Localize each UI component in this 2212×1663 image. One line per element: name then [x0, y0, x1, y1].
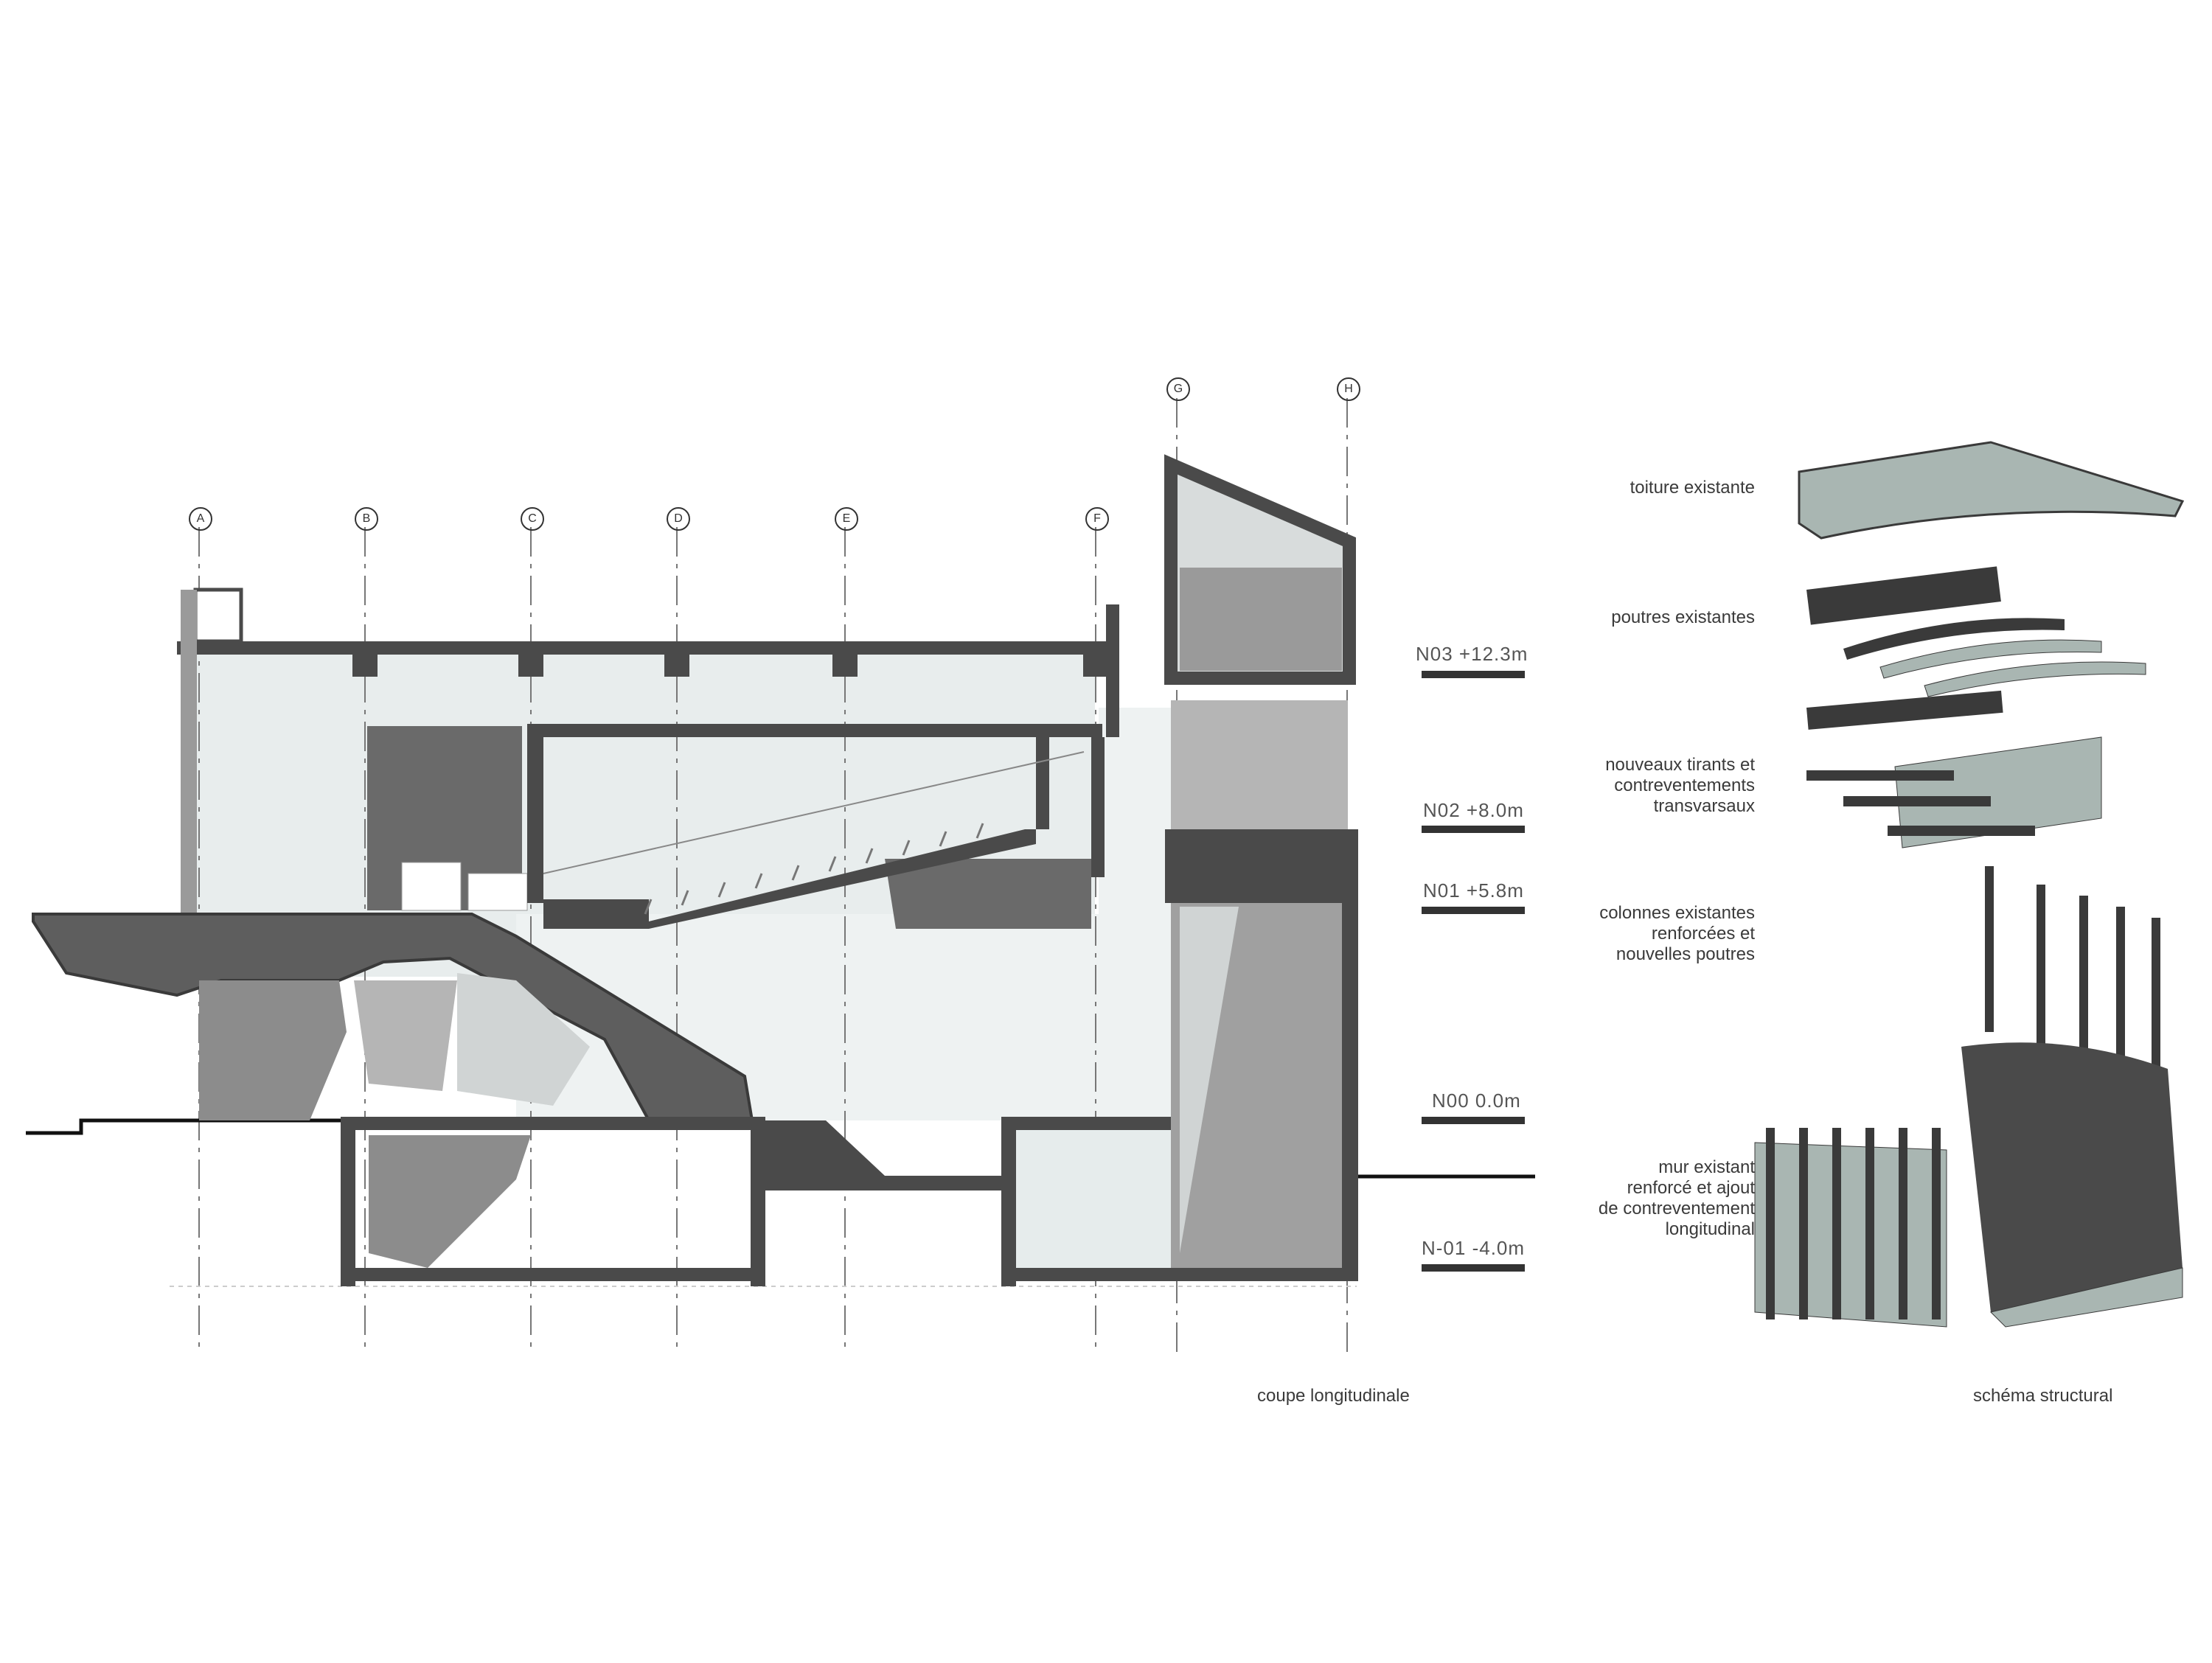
- backdrop-panel-2: [885, 859, 1091, 929]
- label-toiture: toiture existante: [1630, 478, 1755, 498]
- axis-bubble-b: B: [355, 507, 378, 531]
- facet-panel-mid: [354, 980, 457, 1091]
- layer-columns-shape: [1985, 866, 2160, 1084]
- level-n00: N00 0.0m: [1432, 1090, 1521, 1112]
- room-box-1: [467, 873, 528, 911]
- axis-bubble-a: A: [189, 507, 212, 531]
- parapet-right: [1106, 604, 1119, 737]
- section-caption: coupe longitudinale: [1257, 1386, 1410, 1406]
- tower-wall-right: [1342, 829, 1358, 1272]
- auditorium-wall-right: [1091, 737, 1105, 877]
- level-bar-n03: [1422, 671, 1525, 678]
- tower-box: [1165, 829, 1357, 903]
- ground-slab-1: [341, 1117, 765, 1130]
- tower-room: [1180, 568, 1342, 671]
- label-mur: mur existant renforcé et ajout de contre…: [1598, 1157, 1755, 1239]
- level-n02: N02 +8.0m: [1423, 799, 1524, 821]
- stair-flight: [759, 1120, 1018, 1190]
- brick-wall: [181, 590, 197, 914]
- level-n03: N03 +12.3m: [1416, 643, 1528, 665]
- schema-caption: schéma structural: [1973, 1386, 2113, 1406]
- ground-slab-2: [1001, 1117, 1186, 1130]
- raked-seating: [543, 829, 1036, 929]
- room-box-2: [401, 862, 462, 911]
- axis-bubble-d: D: [667, 507, 690, 531]
- level-nm01: N-01 -4.0m: [1422, 1237, 1526, 1259]
- axis-bubble-e: E: [835, 507, 858, 531]
- basement-wall-3: [1001, 1120, 1016, 1286]
- layer-beams-shape: [1806, 566, 2146, 697]
- axis-bubble-g: G: [1166, 377, 1190, 401]
- tower-base-slab: [1165, 1268, 1358, 1281]
- cantilever-volume: [32, 913, 754, 1122]
- basement-facet: [369, 1135, 531, 1268]
- label-poutres: poutres existantes: [1611, 607, 1755, 627]
- layer-roof-shape: [1798, 441, 2185, 540]
- tower-middle: [1171, 700, 1348, 833]
- roof-beams: [352, 655, 1108, 677]
- facet-panel-left: [199, 980, 347, 1120]
- seats: [644, 823, 984, 915]
- layer-wall-shape: [1754, 1042, 2183, 1328]
- basement-wall-1: [341, 1120, 355, 1286]
- layer-ties-shape: [1806, 690, 2102, 848]
- basement-slab-1: [341, 1268, 765, 1281]
- level-bar-nm01: [1422, 1264, 1525, 1272]
- level-bar-n01: [1422, 907, 1525, 914]
- tower-glass-brace: [1180, 907, 1239, 1253]
- facet-panel-glass: [457, 973, 590, 1106]
- level-n01: N01 +5.8m: [1423, 879, 1524, 902]
- roof-slab: [177, 641, 1106, 655]
- basement-room: [1016, 1130, 1171, 1270]
- axis-bubble-h: H: [1337, 377, 1360, 401]
- axis-bubble-f: F: [1085, 507, 1109, 531]
- axis-bubble-c: C: [521, 507, 544, 531]
- level-bar-n00: [1422, 1117, 1525, 1124]
- label-colonnes: colonnes existantes renforcées et nouvel…: [1599, 903, 1755, 964]
- label-tirants: nouveaux tirants et contreventements tra…: [1605, 755, 1755, 816]
- auditorium-wall-left: [527, 726, 543, 903]
- projection-line: [543, 751, 1085, 874]
- auditorium-ceiling: [527, 724, 1102, 737]
- level-bar-n02: [1422, 826, 1525, 833]
- basement-slab-2: [1001, 1268, 1186, 1281]
